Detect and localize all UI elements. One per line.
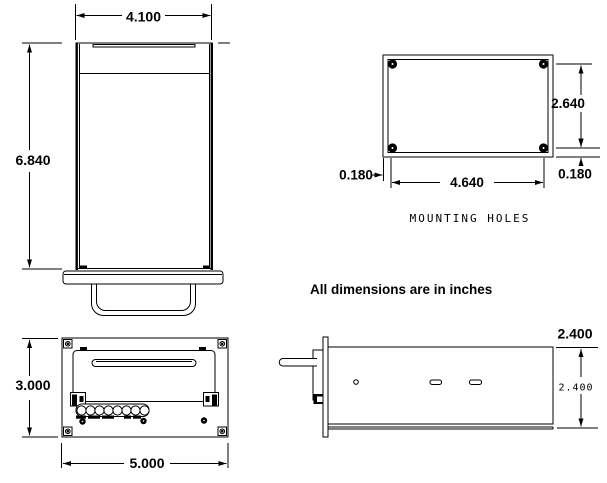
side-body-features: [353, 379, 482, 385]
dim-front-height: 6.840: [15, 42, 62, 270]
side-hole: [353, 379, 359, 385]
dim-label-front-height: 6.840: [15, 152, 50, 168]
dim-label-bottom-height: 3.000: [15, 377, 50, 393]
dim-label-bottom-width: 5.000: [129, 455, 164, 471]
side-view: 2.400 2.400: [278, 326, 598, 438]
base-plate: [328, 426, 554, 430]
side-slot-1: [429, 379, 442, 385]
front-enclosure-body: [75, 42, 230, 270]
bottom-view: 3.000 5.000: [15, 337, 229, 471]
mounting-holes: [387, 59, 549, 153]
tab-right: [199, 347, 206, 351]
mounting-holes-view: 2.640 0.180 0.180 4.640 MOUNTING HOLES: [339, 54, 600, 225]
dim-side-depth: 2.400 2.400: [556, 326, 598, 429]
dim-offset-bottom: 0.180: [556, 139, 600, 182]
side-body: [327, 346, 554, 425]
inner-chassis-outline: [72, 350, 216, 402]
tab-left: [80, 347, 87, 351]
terminal-strip: [75, 403, 150, 417]
front-flange: [62, 270, 224, 285]
units-note: All dimensions are in inches: [310, 282, 492, 297]
dim-label-hole-horizontal: 4.640: [450, 175, 484, 190]
dim-bottom-width: 5.000: [61, 443, 229, 471]
paper-slot: [91, 359, 197, 367]
corner-screws: [63, 339, 227, 436]
mounting-plate-inner: [387, 59, 549, 153]
front-panel-block: [312, 349, 324, 401]
panel-screws: [79, 417, 208, 425]
clip-right: [203, 392, 219, 407]
dim-label-side-depth: 2.400: [557, 326, 592, 342]
mounting-plate-outer: [382, 54, 554, 158]
clip-left: [80, 265, 87, 269]
clip-right: [203, 265, 210, 269]
dim-hole-vertical-spacing: 2.640: [551, 63, 592, 147]
side-flange: [322, 336, 329, 438]
dim-offset-left: 0.180: [339, 158, 392, 188]
dim-bottom-height: 3.000: [15, 338, 58, 438]
dim-front-width: 4.100: [75, 4, 212, 40]
handle-bar: [278, 358, 317, 367]
top-vent-slot: [92, 44, 196, 48]
connector: [313, 394, 326, 404]
dim-label-offset-bottom: 0.180: [558, 167, 592, 182]
front-view: 4.100 6.840: [15, 4, 230, 316]
mounting-holes-caption: MOUNTING HOLES: [410, 212, 531, 225]
side-slot-2: [469, 379, 482, 385]
dim-label-offset-left: 0.180: [339, 168, 373, 183]
dim-label-hole-vertical: 2.640: [551, 96, 585, 111]
dim-label-side-depth-inner: 2.400: [558, 383, 593, 394]
terminal-labels: [76, 415, 141, 419]
dim-label-front-width: 4.100: [126, 9, 161, 25]
dim-hole-horizontal-spacing: 4.640: [392, 158, 545, 190]
